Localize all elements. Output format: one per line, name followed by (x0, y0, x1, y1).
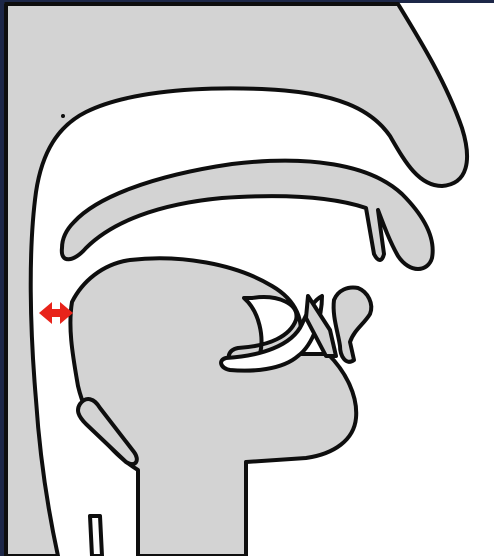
epiglottis (334, 288, 372, 362)
arrow-head-left (39, 302, 52, 324)
trachea (90, 516, 102, 556)
frame-left (0, 0, 4, 556)
double-headed-arrow-icon (39, 302, 73, 324)
palate-and-velum (62, 161, 433, 269)
